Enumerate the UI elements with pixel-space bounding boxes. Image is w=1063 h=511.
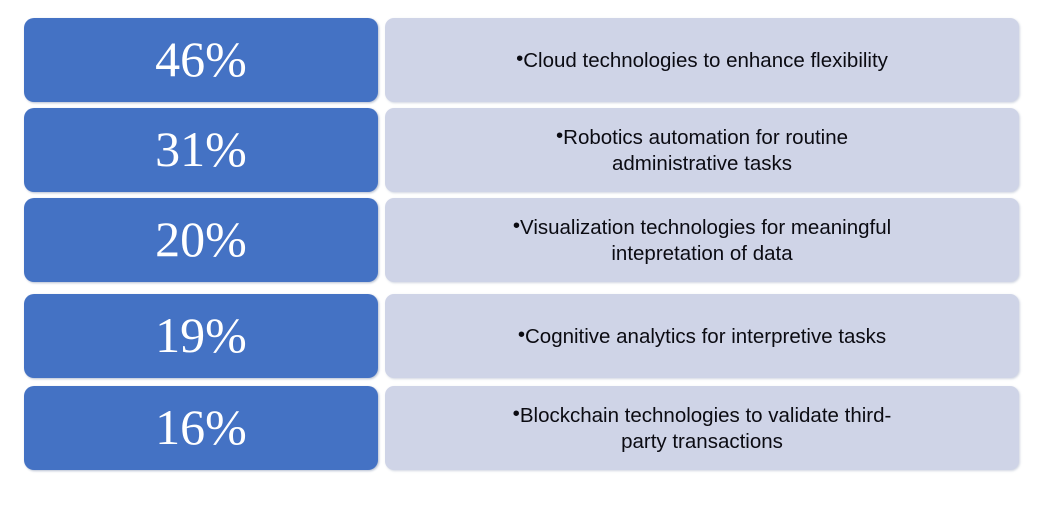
bullet-icon: • bbox=[517, 323, 525, 346]
percentage-value: 16% bbox=[155, 398, 247, 455]
description-text: •Visualization technologies for meaningf… bbox=[513, 213, 891, 267]
list-row: 31% •Robotics automation for routine adm… bbox=[0, 108, 1063, 192]
percentage-chip[interactable]: 19% bbox=[24, 294, 378, 378]
description-panel[interactable]: •Cloud technologies to enhance flexibili… bbox=[385, 18, 1019, 102]
description-label: Cognitive analytics for interpretive tas… bbox=[525, 325, 887, 348]
description-text: •Blockchain technologies to validate thi… bbox=[513, 401, 892, 455]
description-text: •Cloud technologies to enhance flexibili… bbox=[516, 46, 888, 74]
list-row: 16% •Blockchain technologies to validate… bbox=[0, 386, 1063, 470]
bullet-icon: • bbox=[516, 47, 524, 70]
percentage-chip[interactable]: 46% bbox=[24, 18, 378, 102]
percentage-chip[interactable]: 16% bbox=[24, 386, 378, 470]
bullet-icon: • bbox=[512, 214, 521, 237]
percentage-value: 46% bbox=[155, 30, 247, 87]
bullet-icon: • bbox=[555, 124, 564, 147]
description-label: Blockchain technologies to validate thir… bbox=[519, 404, 892, 453]
description-panel[interactable]: •Visualization technologies for meaningf… bbox=[385, 198, 1019, 282]
percentage-chip[interactable]: 20% bbox=[24, 198, 378, 282]
description-label: Robotics automation for routine administ… bbox=[563, 126, 849, 175]
list-row: 20% •Visualization technologies for mean… bbox=[0, 198, 1063, 282]
percentage-chip[interactable]: 31% bbox=[24, 108, 378, 192]
description-panel[interactable]: •Cognitive analytics for interpretive ta… bbox=[385, 294, 1019, 378]
bullet-icon: • bbox=[512, 402, 520, 425]
percentage-value: 20% bbox=[155, 210, 247, 267]
percentage-value: 31% bbox=[155, 120, 247, 177]
description-text: •Robotics automation for routine adminis… bbox=[556, 123, 848, 177]
description-label: Visualization technologies for meaningfu… bbox=[520, 216, 892, 265]
list-row: 46% •Cloud technologies to enhance flexi… bbox=[0, 18, 1063, 102]
description-panel[interactable]: •Robotics automation for routine adminis… bbox=[385, 108, 1019, 192]
description-panel[interactable]: •Blockchain technologies to validate thi… bbox=[385, 386, 1019, 470]
description-text: •Cognitive analytics for interpretive ta… bbox=[518, 322, 886, 350]
percentage-value: 19% bbox=[155, 306, 247, 363]
list-row: 19% •Cognitive analytics for interpretiv… bbox=[0, 294, 1063, 378]
description-label: Cloud technologies to enhance flexibilit… bbox=[523, 49, 888, 72]
